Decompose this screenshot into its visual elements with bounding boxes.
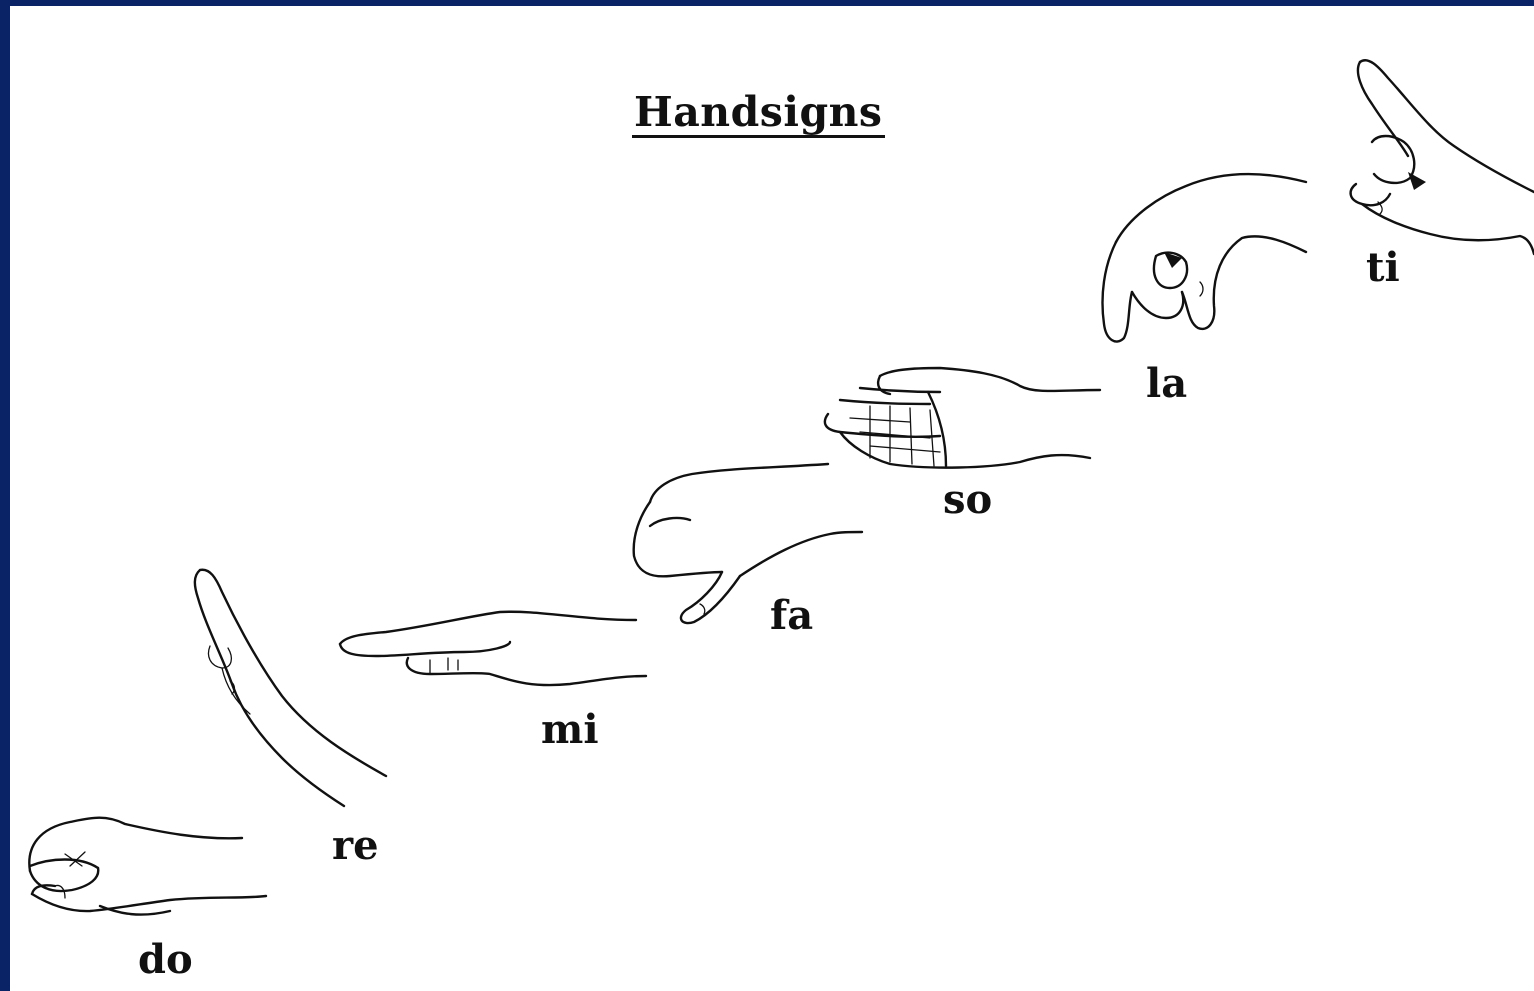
syllable-mi: mi <box>541 708 599 752</box>
syllable-do: do <box>138 938 193 982</box>
do-fist-icon <box>29 818 266 915</box>
mi-hand-icon <box>340 612 646 685</box>
fa-hand-icon <box>634 464 862 623</box>
diagram-panel: Handsigns <box>10 6 1534 991</box>
re-hand-icon <box>195 570 386 806</box>
ti-hand-icon <box>1351 60 1534 254</box>
handsigns-illustration <box>10 6 1534 991</box>
la-hand-icon <box>1103 174 1307 341</box>
syllable-so: so <box>943 478 992 522</box>
syllable-re: re <box>332 824 379 868</box>
syllable-fa: fa <box>770 594 813 638</box>
so-hand-icon <box>825 368 1100 468</box>
syllable-la: la <box>1146 362 1187 406</box>
syllable-ti: ti <box>1366 246 1400 290</box>
